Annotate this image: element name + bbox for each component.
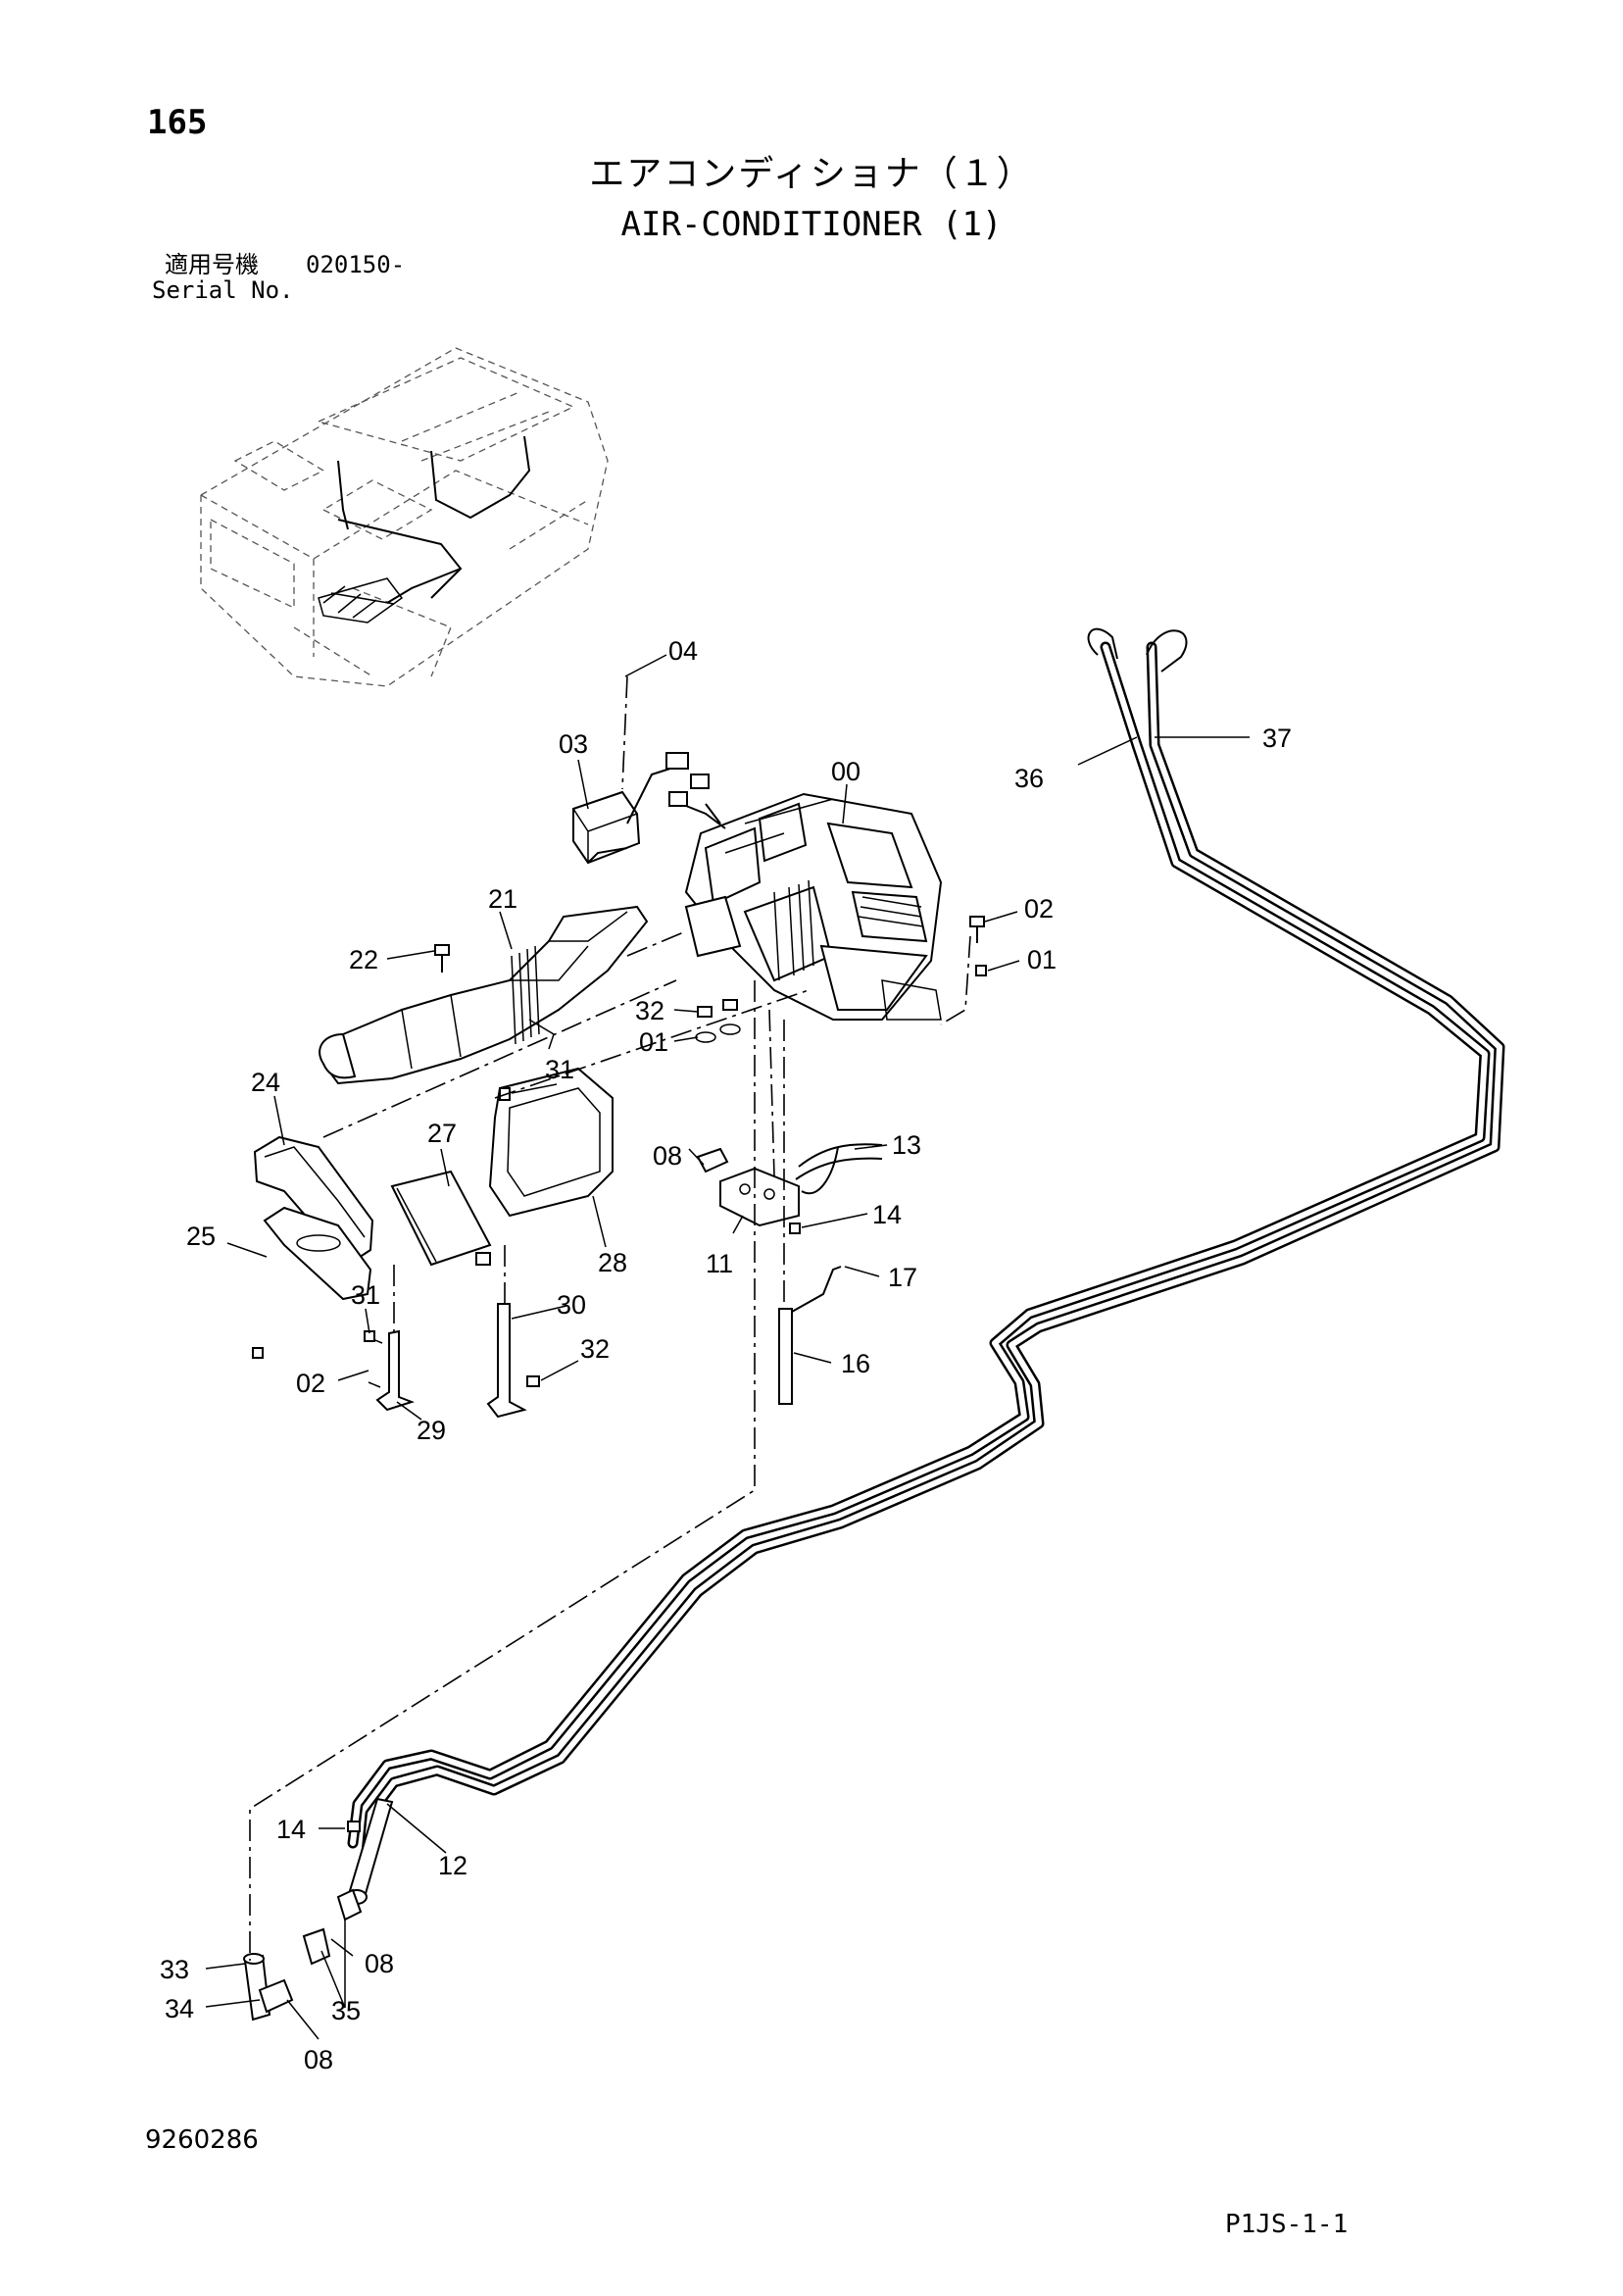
callout-37: 37 bbox=[1262, 724, 1292, 753]
callout-08-upper: 08 bbox=[653, 1141, 682, 1171]
serial-label-en: Serial No. bbox=[152, 276, 294, 304]
callout-13: 13 bbox=[892, 1130, 921, 1160]
filter-housing bbox=[253, 1067, 614, 1301]
callout-02-bottom: 02 bbox=[296, 1369, 325, 1398]
serial-value: 020150- bbox=[306, 251, 406, 278]
callout-04: 04 bbox=[668, 636, 698, 666]
callout-32-top: 32 bbox=[635, 996, 664, 1025]
callout-14-upper: 14 bbox=[872, 1200, 902, 1229]
callout-01-right: 01 bbox=[1027, 945, 1057, 974]
callout-25: 25 bbox=[186, 1222, 216, 1251]
callout-28: 28 bbox=[598, 1248, 627, 1277]
callout-29: 29 bbox=[417, 1416, 446, 1445]
callout-34: 34 bbox=[165, 1994, 194, 2023]
mounting-brackets bbox=[368, 1303, 527, 1419]
document-number: 9260286 bbox=[145, 2125, 259, 2155]
control-amplifier bbox=[572, 752, 689, 865]
callout-27: 27 bbox=[427, 1119, 457, 1148]
callout-30: 30 bbox=[557, 1290, 586, 1320]
cab-locator-view bbox=[200, 347, 609, 687]
callout-22: 22 bbox=[349, 945, 378, 974]
callout-12: 12 bbox=[438, 1851, 467, 1880]
page-number: 165 bbox=[147, 103, 208, 142]
callout-36: 36 bbox=[1014, 764, 1044, 793]
air-conditioner-unit bbox=[668, 774, 943, 1021]
assembly-lines bbox=[249, 675, 971, 1961]
sheet-code: P1JS-1-1 bbox=[1225, 2210, 1349, 2239]
page-title-jp: エアコンディショナ（１） bbox=[589, 154, 1034, 194]
air-duct bbox=[319, 905, 649, 1085]
callout-00: 00 bbox=[831, 757, 861, 786]
callout-14-lower: 14 bbox=[276, 1815, 306, 1844]
leader-lines bbox=[205, 654, 1250, 2040]
callout-21: 21 bbox=[488, 884, 517, 914]
fasteners bbox=[252, 916, 987, 1387]
callout-17: 17 bbox=[888, 1263, 917, 1292]
page-title-en: AIR-CONDITIONER (1) bbox=[620, 205, 1003, 244]
callout-32-bottom: 32 bbox=[580, 1334, 610, 1364]
callout-03: 03 bbox=[559, 729, 588, 759]
callout-33: 33 bbox=[160, 1955, 189, 1984]
serial-label-jp: 適用号機 bbox=[165, 251, 259, 278]
callout-11: 11 bbox=[706, 1249, 733, 1278]
callout-08-mid: 08 bbox=[365, 1949, 394, 1978]
callout-labels: 04 03 00 36 37 02 01 21 22 32 01 24 31 2… bbox=[160, 636, 1292, 2074]
callout-35: 35 bbox=[331, 1996, 361, 2025]
pipe-bracket-assembly bbox=[696, 1143, 883, 1405]
refrigerant-hose-assembly bbox=[346, 627, 1505, 1905]
callout-02-top: 02 bbox=[1024, 894, 1054, 923]
callout-31-top: 31 bbox=[545, 1055, 574, 1084]
callout-08-lower: 08 bbox=[304, 2045, 333, 2074]
lower-fittings bbox=[243, 1821, 363, 2021]
callout-01-left: 01 bbox=[639, 1027, 668, 1057]
callout-16: 16 bbox=[841, 1349, 870, 1378]
callout-24: 24 bbox=[251, 1068, 280, 1097]
callout-31-bottom: 31 bbox=[351, 1280, 380, 1310]
